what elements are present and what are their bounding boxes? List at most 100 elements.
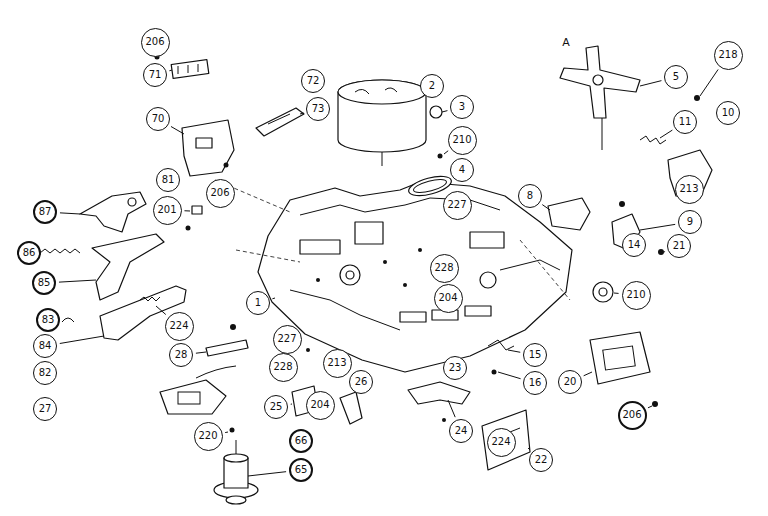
callout-text: 3 xyxy=(459,102,465,112)
callout-number: 14 xyxy=(622,233,646,257)
callout-text: 65 xyxy=(295,465,308,475)
callout-number: 224 xyxy=(165,312,194,341)
callout-text: 213 xyxy=(327,358,346,368)
callout-number: 70 xyxy=(146,107,170,131)
callout-text: 87 xyxy=(39,207,52,217)
leader-line xyxy=(60,336,104,343)
callout-text: 220 xyxy=(198,431,217,441)
callout-number: 9 xyxy=(678,210,702,234)
callout-number: 73 xyxy=(306,97,330,121)
leader-line xyxy=(584,372,592,376)
leader-line xyxy=(60,213,80,214)
leader-line xyxy=(640,81,661,86)
callout-text: 27 xyxy=(39,404,52,414)
callout-number: 66 xyxy=(289,429,313,453)
callout-number: 2 xyxy=(420,74,444,98)
callout-number: 22 xyxy=(529,448,553,472)
callout-text: 228 xyxy=(434,263,453,273)
leader-line xyxy=(196,352,206,353)
callout-number: 210 xyxy=(448,126,477,155)
callout-text: 20 xyxy=(564,377,577,387)
callout-number: 21 xyxy=(667,234,691,258)
leader-line xyxy=(448,400,455,417)
leader-line xyxy=(59,280,96,282)
callout-text: 71 xyxy=(149,70,162,80)
callout-number: 228 xyxy=(430,254,459,283)
callout-number: 210 xyxy=(622,281,651,310)
callout-text: 24 xyxy=(455,426,468,436)
leader-line xyxy=(171,126,184,134)
callout-number: 227 xyxy=(273,325,302,354)
callout-number: 83 xyxy=(36,308,60,332)
callout-number: 85 xyxy=(32,271,56,295)
callout-number: 206 xyxy=(618,401,647,430)
callout-text: 26 xyxy=(355,377,368,387)
callout-number: 16 xyxy=(523,371,547,395)
leader-line xyxy=(300,113,304,115)
lever xyxy=(560,46,640,118)
callout-text: 206 xyxy=(622,410,641,420)
callout-number: 84 xyxy=(33,334,57,358)
callout-text: 82 xyxy=(39,368,52,378)
callout-number: 23 xyxy=(443,356,467,380)
callout-number: 5 xyxy=(664,65,688,89)
callout-text: 15 xyxy=(529,350,542,360)
callout-number: 86 xyxy=(17,241,41,265)
callout-text: 14 xyxy=(628,240,641,250)
callout-text: 213 xyxy=(679,184,698,194)
callout-text: 23 xyxy=(449,363,462,373)
callout-number: 72 xyxy=(301,69,325,93)
callout-number: 213 xyxy=(323,349,352,378)
callout-number: 71 xyxy=(143,63,167,87)
callout-number: 201 xyxy=(153,196,182,225)
leader-line xyxy=(272,298,275,300)
leader-line xyxy=(640,224,675,230)
callout-number: 28 xyxy=(169,343,193,367)
leader-line xyxy=(442,111,447,112)
leader-line xyxy=(648,406,652,408)
callout-text: 66 xyxy=(295,436,308,446)
callout-number: 213 xyxy=(675,175,704,204)
leader-line xyxy=(542,205,550,210)
callout-number: 24 xyxy=(449,419,473,443)
callout-number: 220 xyxy=(194,422,223,451)
leader-line xyxy=(444,151,448,154)
callout-number: 15 xyxy=(523,343,547,367)
callout-text: 22 xyxy=(535,455,548,465)
callout-text: 204 xyxy=(438,293,457,303)
callout-text: 224 xyxy=(491,437,510,447)
callout-text: 2 xyxy=(429,81,435,91)
callout-text: 83 xyxy=(42,315,55,325)
chassis xyxy=(258,182,572,372)
callout-text: 228 xyxy=(273,362,292,372)
callout-text: 25 xyxy=(270,402,283,412)
leader-line xyxy=(528,448,530,450)
callout-number: 26 xyxy=(349,370,373,394)
callout-number: 27 xyxy=(33,397,57,421)
callout-number: 206 xyxy=(141,28,170,57)
callout-number: 65 xyxy=(289,458,313,482)
callout-text: 4 xyxy=(459,165,465,175)
callout-number: 224 xyxy=(487,428,516,457)
callout-number: 228 xyxy=(269,353,298,382)
bracket xyxy=(482,410,530,470)
leader-line xyxy=(660,130,672,138)
callout-text: 227 xyxy=(277,334,296,344)
callout-number: 8 xyxy=(518,184,542,208)
callout-text: 16 xyxy=(529,378,542,388)
callout-text: 218 xyxy=(718,50,737,60)
leader-line xyxy=(184,210,190,211)
callout-text: 201 xyxy=(157,205,176,215)
callout-text: 5 xyxy=(673,72,679,82)
callout-text: 21 xyxy=(673,241,686,251)
callout-text: 10 xyxy=(722,108,735,118)
callout-text: 206 xyxy=(145,37,164,47)
callout-text: 227 xyxy=(447,200,466,210)
callout-text: 8 xyxy=(527,191,533,201)
callout-number: 87 xyxy=(33,200,57,224)
plate xyxy=(160,380,226,414)
callout-number: 81 xyxy=(156,168,180,192)
callout-text: 70 xyxy=(152,114,165,124)
leader-line xyxy=(664,251,665,252)
